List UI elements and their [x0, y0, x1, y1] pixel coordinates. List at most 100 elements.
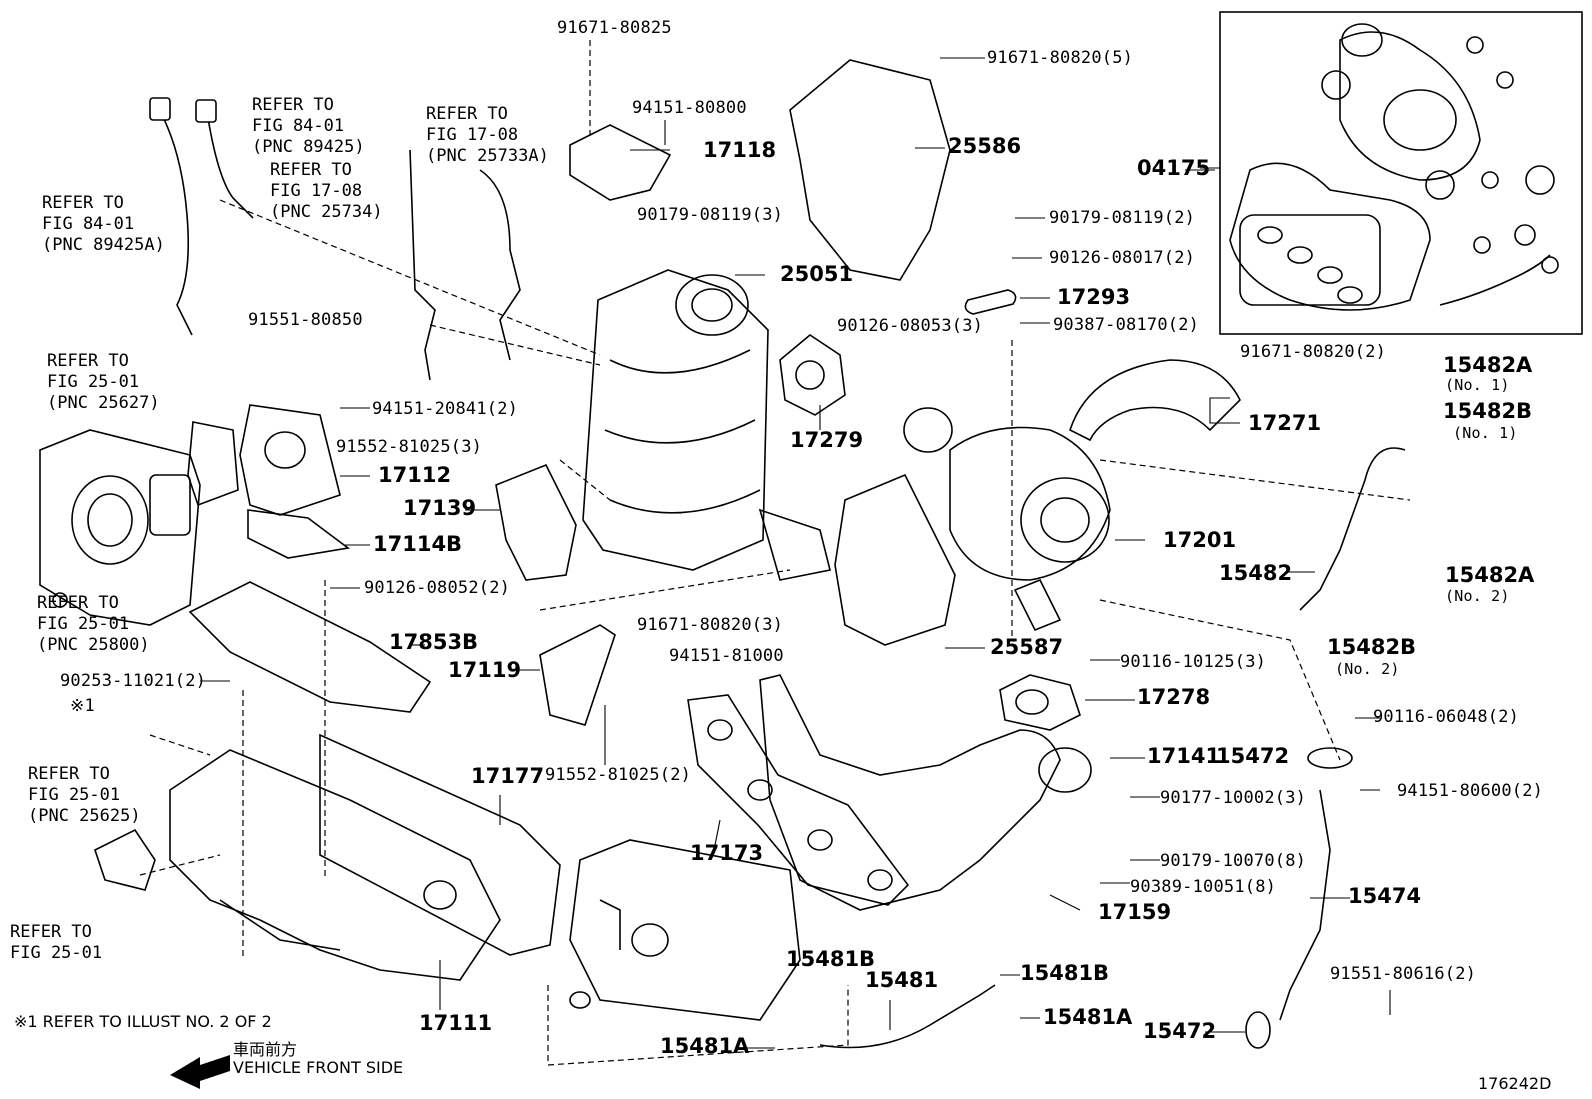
label-94151-81000: 94151-81000 [669, 646, 784, 666]
throttle-body-left [39, 429, 201, 626]
ref-line: REFER TO [426, 104, 508, 124]
label-17118: 17118 [703, 138, 777, 162]
label-15472-bottom: 15472 [1143, 1019, 1217, 1043]
bracket-17139 [495, 463, 577, 581]
label-94151-80600-2: 94151-80600(2) [1397, 781, 1544, 801]
label-15472-top: 15472 [1216, 744, 1290, 768]
label-17853B: 17853B [389, 630, 479, 654]
diagram-id: 176242D [1478, 1074, 1552, 1093]
engine-block [569, 839, 801, 1021]
label-90387-08170-2: 90387-08170(2) [1053, 315, 1200, 335]
label-17112: 17112 [378, 463, 452, 487]
ref-line: (PNC 25734) [270, 202, 383, 222]
sensor-wire-mid [207, 117, 254, 219]
bracket-17119 [539, 624, 616, 726]
ref-line: (PNC 25733A) [426, 146, 549, 166]
label-15482A-no1-sub: (No. 1) [1445, 376, 1510, 394]
label-15482A-no2: 15482A [1445, 563, 1535, 587]
label-15481B-left: 15481B [786, 947, 876, 971]
catalytic-converter-25051 [582, 269, 831, 581]
ref-fig-17-08-25734[interactable]: REFER TO FIG 17-08 (PNC 25734) [270, 160, 383, 223]
gasket-17173 [687, 694, 910, 906]
gasket-15472-bottom [1245, 1011, 1271, 1049]
ref-line: FIG 25-01 [10, 943, 103, 963]
gasket-17112-left [187, 421, 239, 507]
ref-line: REFER TO [47, 351, 129, 371]
label-25587: 25587 [990, 635, 1064, 659]
label-90179-08119-3: 90179-08119(3) [637, 205, 784, 225]
label-17279: 17279 [790, 428, 864, 452]
label-91551-80616-2: 91551-80616(2) [1330, 964, 1477, 984]
label-17201: 17201 [1163, 528, 1237, 552]
inset-turbo-assembly [1229, 23, 1559, 311]
ref-fig-84-01-89425A[interactable]: REFER TO FIG 84-01 (PNC 89425A) [42, 193, 165, 256]
heat-insulator-25586 [789, 59, 951, 281]
ref-line: FIG 17-08 [426, 125, 519, 145]
ref-fig-25-01-25627[interactable]: REFER TO FIG 25-01 (PNC 25627) [47, 351, 160, 414]
label-15482B-no2: 15482B [1327, 635, 1417, 659]
vehicle-front-en: VEHICLE FRONT SIDE [233, 1058, 404, 1077]
label-90179-08119-2: 90179-08119(2) [1049, 208, 1196, 228]
ref-line: REFER TO [42, 193, 124, 213]
ref-line: FIG 25-01 [37, 614, 130, 634]
label-90177-10002-3: 90177-10002(3) [1160, 788, 1307, 808]
heat-insulator-25587 [834, 473, 956, 646]
label-17119: 17119 [448, 658, 522, 682]
label-15482B-no2-sub: (No. 2) [1335, 660, 1400, 678]
ref-fig-25-01-25625[interactable]: REFER TO FIG 25-01 (PNC 25625) [28, 764, 141, 827]
insulator-17853B [188, 581, 432, 713]
label-91552-81025-3: 91552-81025(3) [336, 437, 483, 457]
label-25051: 25051 [780, 262, 854, 286]
plate-17293 [964, 289, 1017, 315]
intake-manifold-17111 [169, 749, 501, 981]
label-91671-80820-3: 91671-80820(3) [637, 615, 784, 635]
label-25586: 25586 [948, 134, 1022, 158]
label-15481A-left: 15481A [660, 1034, 750, 1058]
illustration-note: ※1 REFER TO ILLUST NO. 2 OF 2 [14, 1012, 272, 1031]
ref-fig-84-01-89425[interactable]: REFER TO FIG 84-01 (PNC 89425) [252, 95, 365, 158]
label-91671-80820-2: 91671-80820(2) [1240, 342, 1387, 362]
vehicle-front-arrow [170, 1055, 230, 1089]
ref-fig-17-08-25733A[interactable]: REFER TO FIG 17-08 (PNC 25733A) [426, 104, 549, 167]
gasket-17114B [247, 509, 350, 559]
inset-box [1219, 11, 1583, 335]
label-90116-10125-3: 90116-10125(3) [1120, 652, 1267, 672]
label-15482A-no1: 15482A [1443, 353, 1533, 377]
label-17177: 17177 [471, 764, 545, 788]
ref-fig-25-01-25800[interactable]: REFER TO FIG 25-01 (PNC 25800) [37, 593, 150, 656]
label-90253-11021-2: 90253-11021(2) [60, 671, 207, 691]
ref-line: FIG 25-01 [47, 372, 140, 392]
gasket-15472-top [1307, 747, 1353, 769]
label-90389-10051-8: 90389-10051(8) [1130, 877, 1277, 897]
label-94151-20841-2: 94151-20841(2) [372, 399, 519, 419]
gasket-17279 [779, 334, 846, 416]
oil-pipe-15481 [819, 984, 996, 1049]
sensor-wire-17-08 [409, 149, 436, 381]
label-15481B-right: 15481B [1020, 961, 1110, 985]
label-04175: 04175 [1137, 156, 1211, 180]
label-15482B-no1: 15482B [1443, 399, 1533, 423]
mark-note-1: ※1 [70, 696, 95, 716]
ref-line: (PNC 25800) [37, 635, 150, 655]
label-91671-80825: 91671-80825 [557, 18, 672, 38]
label-15481A-right: 15481A [1043, 1005, 1133, 1029]
sensor-wire-left [161, 114, 193, 336]
label-17139: 17139 [403, 496, 477, 520]
label-90126-08017-2: 90126-08017(2) [1049, 248, 1196, 268]
label-17141: 17141 [1147, 744, 1221, 768]
ref-line: FIG 25-01 [28, 785, 121, 805]
ref-line: REFER TO [28, 764, 110, 784]
ref-line: REFER TO [37, 593, 119, 613]
label-90116-06048-2: 90116-06048(2) [1373, 707, 1520, 727]
sensor-wire-25733A [479, 169, 521, 361]
label-17271: 17271 [1248, 411, 1322, 435]
label-15482A-no2-sub: (No. 2) [1445, 587, 1510, 605]
turbocharger-17201 [903, 407, 1111, 632]
ref-line: (PNC 25625) [28, 806, 141, 826]
ref-fig-25-01[interactable]: REFER TO FIG 25-01 [10, 922, 102, 964]
oil-pipe-15482 [1299, 447, 1406, 611]
oil-pipe-15474 [1279, 789, 1331, 1021]
label-17278: 17278 [1137, 685, 1211, 709]
flange-17112 [239, 404, 341, 516]
label-90126-08052-2: 90126-08052(2) [364, 578, 511, 598]
